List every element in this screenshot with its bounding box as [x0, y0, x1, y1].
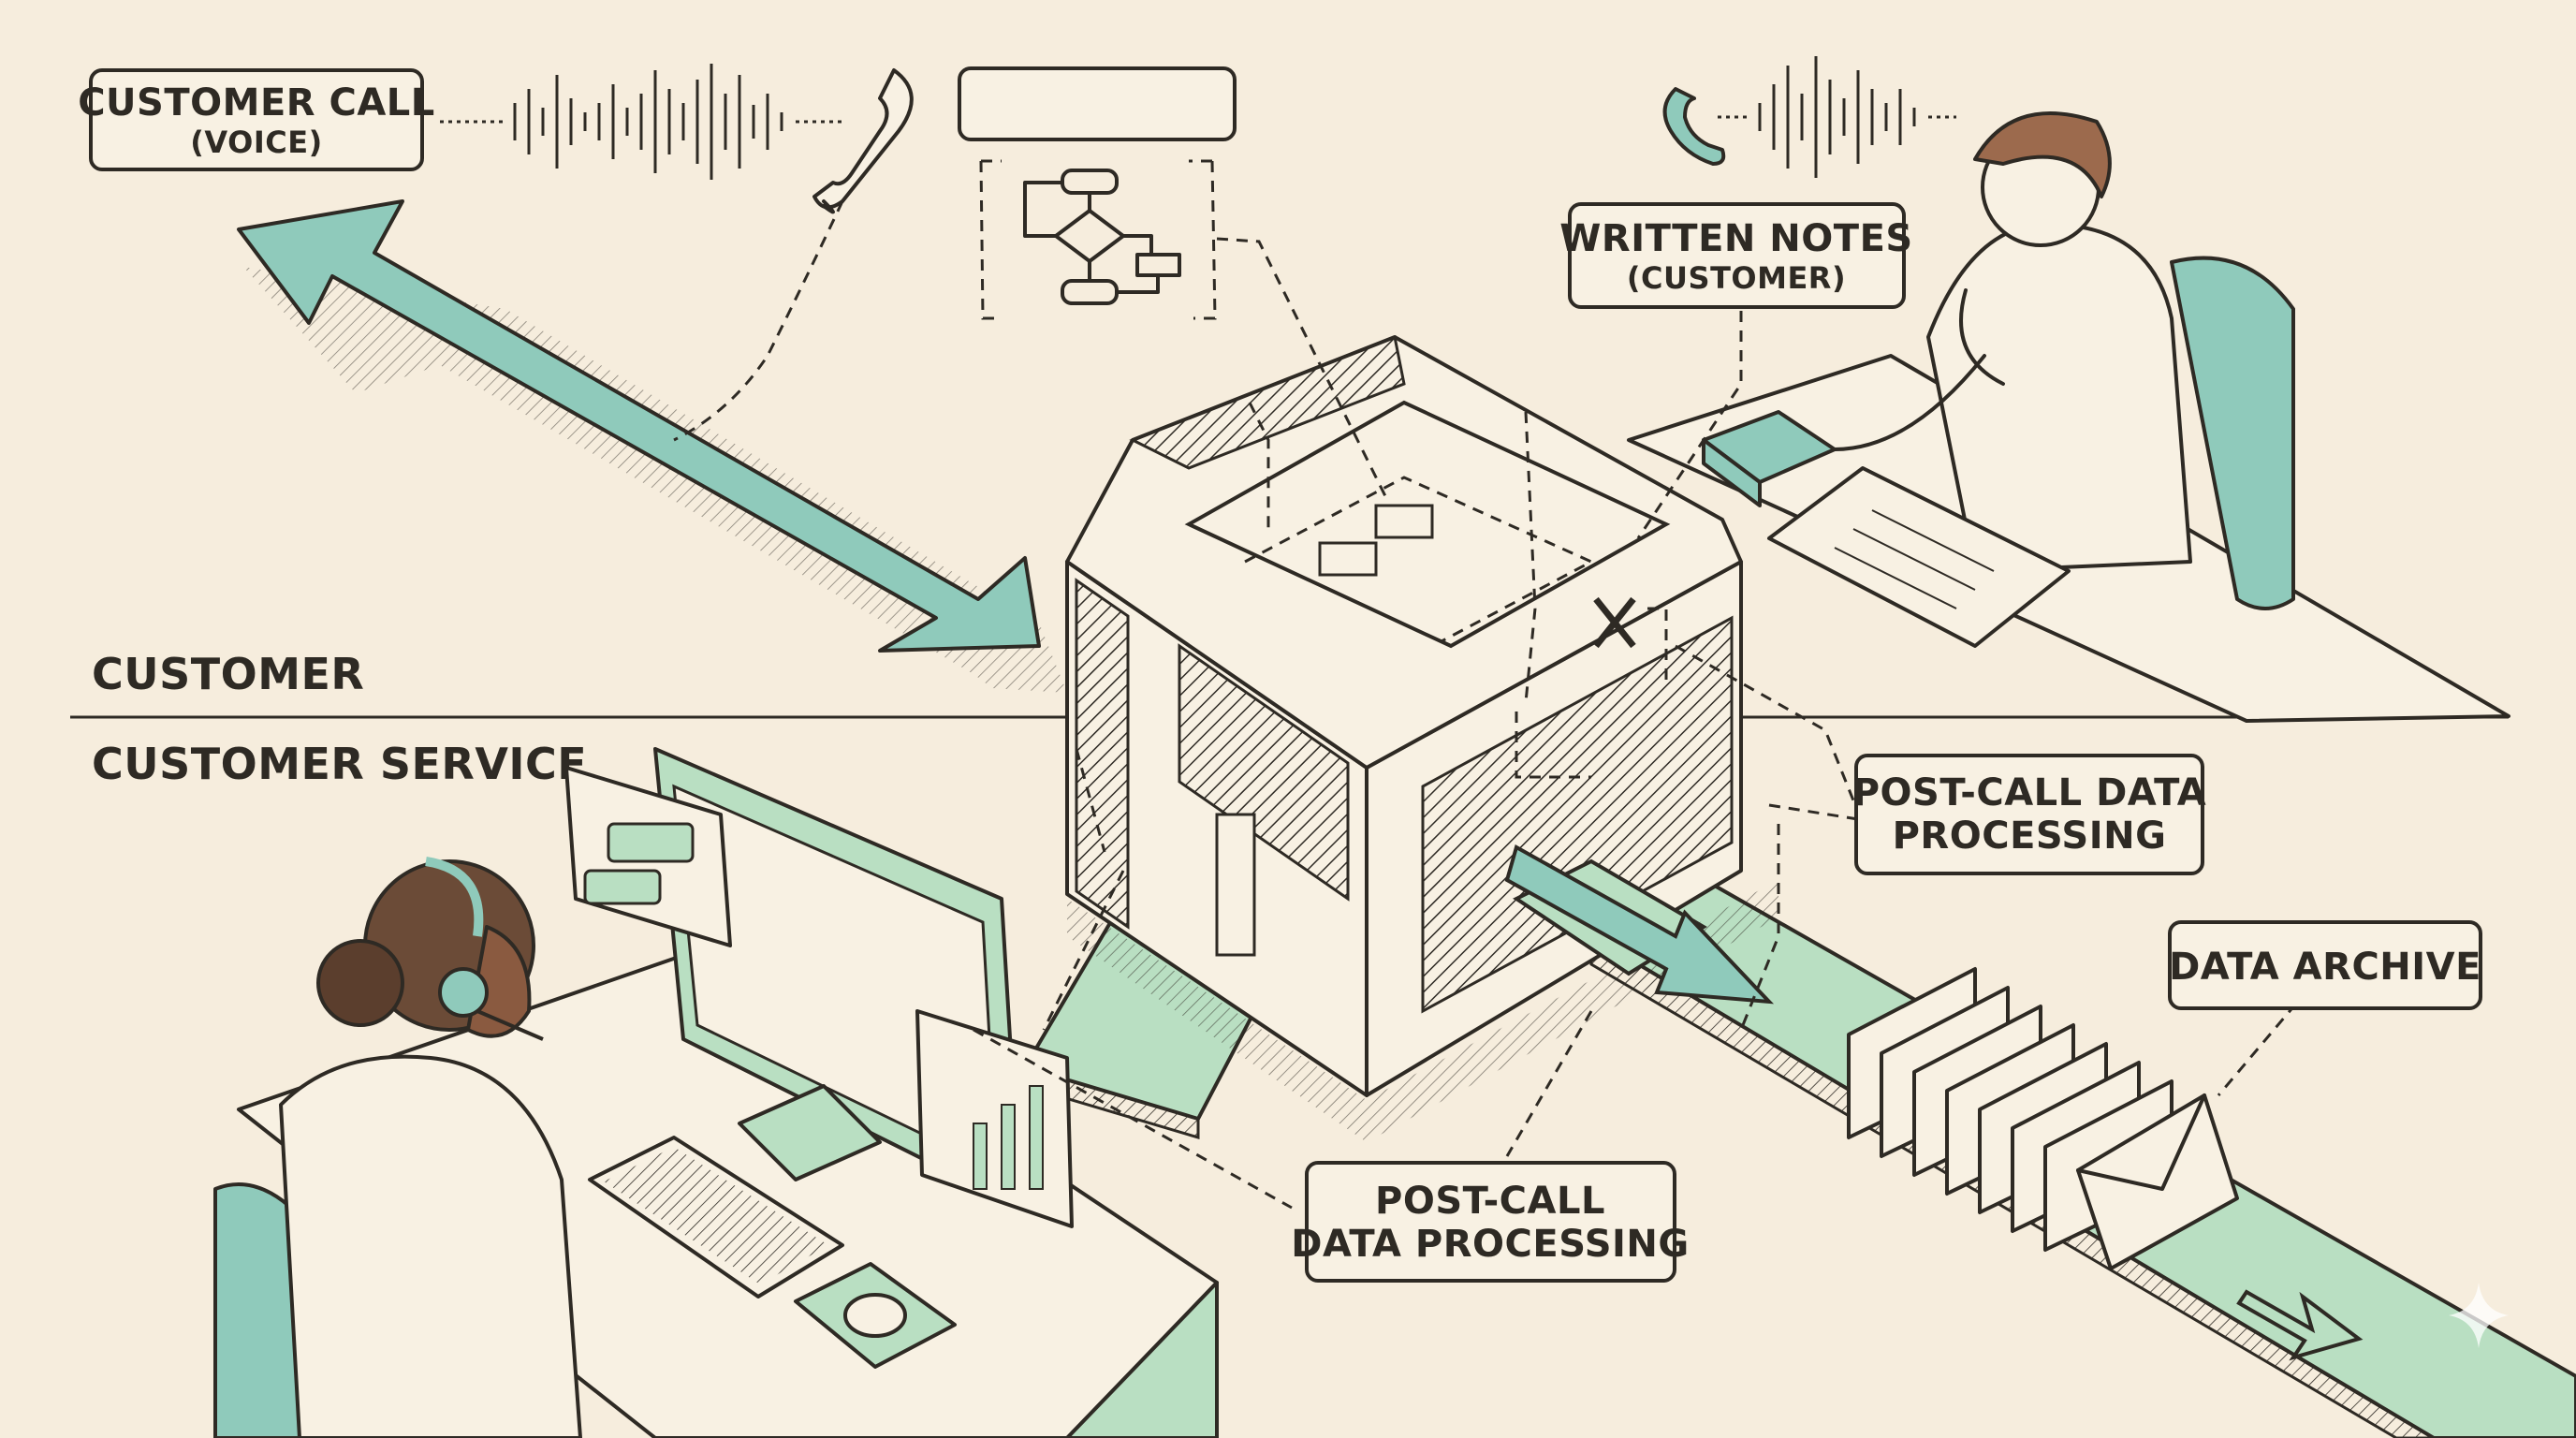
post-call-processing-right-label: POST-CALL DATA PROCESSING	[1852, 754, 2207, 875]
keyboard-icon	[588, 1136, 844, 1299]
data-archive-label: DATA ARCHIVE	[2168, 920, 2482, 1010]
customer-call-title: CUSTOMER CALL	[78, 81, 435, 125]
processing-machine	[1065, 334, 1778, 1142]
written-notes-title: WRITTEN NOTES	[1559, 217, 1912, 260]
written-notes-label: WRITTEN NOTES (CUSTOMER)	[1559, 202, 1912, 309]
sound-wave-icon-right	[1718, 56, 1956, 178]
lane-label-customer-service: CUSTOMER SERVICE	[92, 739, 587, 789]
mouse-icon	[794, 1262, 957, 1369]
post-call-processing-bottom-label: POST-CALL DATA PROCESSING	[1291, 1161, 1689, 1283]
post-call-bottom-line2: DATA PROCESSING	[1291, 1223, 1689, 1266]
customer-call-label: CUSTOMER CALL (VOICE)	[78, 68, 435, 171]
bar-chart-window-icon	[915, 1009, 1074, 1228]
flowchart-icon	[979, 159, 1217, 320]
chat-window-icon	[564, 766, 732, 947]
empty-label-box	[958, 66, 1237, 141]
post-call-bottom-line1: POST-CALL	[1375, 1180, 1605, 1223]
sound-wave-icon	[440, 64, 842, 180]
customer-flow-arrow	[237, 199, 1067, 693]
phone-handset-icon	[812, 68, 914, 214]
agent-person-illustration	[213, 747, 1219, 1438]
post-call-right-line2: PROCESSING	[1893, 814, 2167, 858]
post-call-right-line1: POST-CALL DATA	[1852, 771, 2207, 814]
written-notes-subtitle: (CUSTOMER)	[1627, 260, 1846, 296]
connector-lines	[673, 200, 2323, 1210]
error-x-icon	[1593, 596, 1636, 649]
notebook-icon	[1767, 466, 2071, 648]
phone-handset-icon-right	[1662, 87, 1726, 166]
data-archive-files	[1847, 967, 2239, 1270]
envelope-icon	[2076, 1093, 2239, 1270]
customer-call-subtitle: (VOICE)	[190, 125, 322, 160]
lane-label-customer: CUSTOMER	[92, 649, 364, 699]
sparkle-icon	[2449, 1283, 2509, 1348]
customer-person-illustration	[1627, 111, 2510, 723]
conveyor-direction-arrow	[2236, 1289, 2364, 1361]
data-archive-title: DATA ARCHIVE	[2169, 946, 2481, 989]
